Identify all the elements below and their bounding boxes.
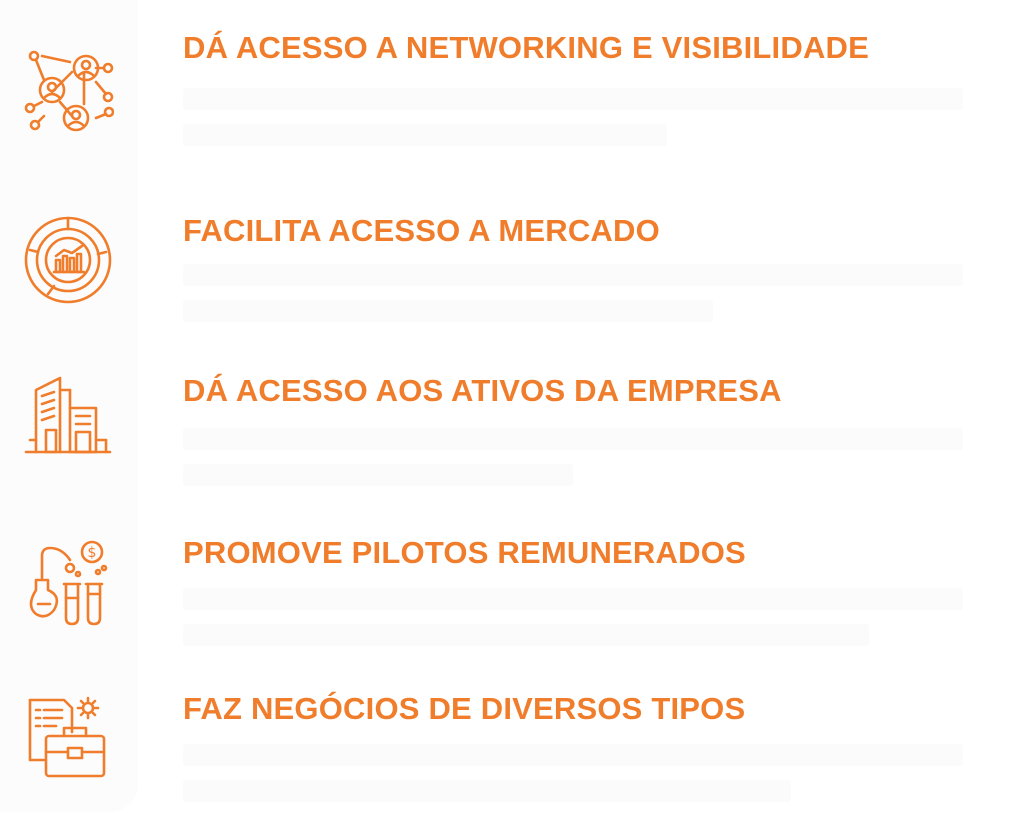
item-title: FACILITA ACESSO A MERCADO xyxy=(183,213,660,248)
network-people-icon xyxy=(22,42,114,134)
item-title: DÁ ACESSO AOS ATIVOS DA EMPRESA xyxy=(183,373,782,408)
svg-text:$: $ xyxy=(88,545,97,561)
business-briefcase-icon xyxy=(22,692,114,784)
item-description-placeholder xyxy=(183,744,963,814)
item-description-placeholder xyxy=(183,88,963,158)
item-description-placeholder xyxy=(183,264,963,334)
item-description-placeholder xyxy=(183,428,963,498)
buildings-icon xyxy=(22,370,114,462)
item-title: FAZ NEGÓCIOS DE DIVERSOS TIPOS xyxy=(183,691,746,726)
lab-experiment-icon: $ xyxy=(22,538,114,630)
market-chart-icon xyxy=(22,214,114,306)
item-description-placeholder xyxy=(183,588,963,658)
item-title: PROMOVE PILOTOS REMUNERADOS xyxy=(183,535,746,570)
item-title: DÁ ACESSO A NETWORKING E VISIBILIDADE xyxy=(183,30,869,65)
